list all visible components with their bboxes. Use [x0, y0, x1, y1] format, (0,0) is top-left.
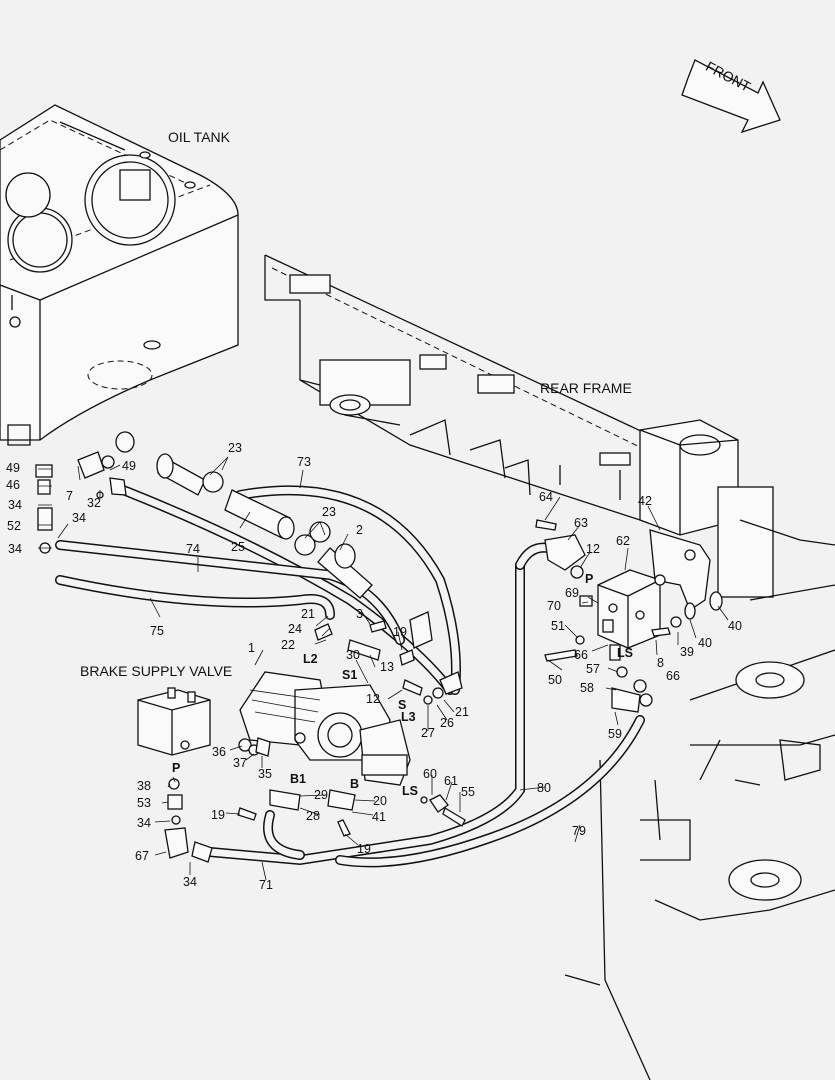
callout: 70	[547, 599, 561, 613]
callout: 21	[301, 607, 315, 621]
callout: 39	[680, 645, 694, 659]
callout: 53	[137, 796, 151, 810]
callout: 1	[248, 641, 255, 655]
callout: 61	[444, 774, 458, 788]
callout: 8	[657, 656, 664, 670]
port-label: B1	[290, 772, 306, 786]
callout: 25	[231, 540, 245, 554]
callout: 26	[440, 716, 454, 730]
callout: 50	[548, 673, 562, 687]
callout: 34	[183, 875, 197, 889]
callout: 67	[135, 849, 149, 863]
callout: 66	[574, 648, 588, 662]
port-label: P	[585, 572, 593, 586]
callout: 2	[356, 523, 363, 537]
callout: 79	[572, 824, 586, 838]
callout: 27	[421, 726, 435, 740]
port-label: L3	[401, 710, 416, 724]
callout: 22	[281, 638, 295, 652]
callout: 51	[551, 619, 565, 633]
callout: 71	[259, 878, 273, 892]
callout: 80	[537, 781, 551, 795]
callout: 3	[356, 607, 363, 621]
callout: 63	[574, 516, 588, 530]
manifold-block	[597, 569, 661, 649]
callout: 30	[346, 648, 360, 662]
callout: 69	[565, 586, 579, 600]
hoses	[55, 483, 645, 868]
callout: 38	[137, 779, 151, 793]
callout: 60	[423, 767, 437, 781]
callout: 13	[380, 660, 394, 674]
callout: 55	[461, 785, 475, 799]
port-label: L2	[303, 652, 318, 666]
callout: 29	[314, 788, 328, 802]
callout: 49	[122, 459, 136, 473]
port-label: B	[350, 777, 359, 791]
callout: 19	[393, 625, 407, 639]
callout: 73	[297, 455, 311, 469]
front-arrow	[681, 59, 781, 134]
callout: 12	[366, 692, 380, 706]
callout: 28	[306, 809, 320, 823]
callout: 49	[6, 461, 20, 475]
callout: 59	[608, 727, 622, 741]
callout: 23	[228, 441, 242, 455]
callout: 58	[580, 681, 594, 695]
callout: 46	[6, 478, 20, 492]
callout: 34	[8, 542, 22, 556]
callout: 34	[8, 498, 22, 512]
port-label: S	[398, 698, 406, 712]
callout: 35	[258, 767, 272, 781]
rear-frame	[264, 254, 835, 1080]
callout: 34	[72, 511, 86, 525]
callout: 62	[616, 534, 630, 548]
callout: 40	[728, 619, 742, 633]
callout: 41	[372, 810, 386, 824]
bracket	[649, 529, 711, 611]
callout: 37	[233, 756, 247, 770]
callout: 21	[455, 705, 469, 719]
port-label: LS	[402, 784, 418, 798]
oil-tank	[0, 104, 239, 453]
callout: 12	[586, 542, 600, 556]
callout: 24	[288, 622, 302, 636]
callout: 34	[137, 816, 151, 830]
port-label: P	[172, 761, 180, 775]
hydraulic-pump	[239, 671, 411, 786]
callout: 7	[66, 489, 73, 503]
suction-hoses	[156, 453, 373, 599]
callout: 20	[373, 794, 387, 808]
port-label: S1	[342, 668, 357, 682]
fittings	[35, 451, 723, 863]
callout: 19	[357, 842, 371, 856]
callout: 75	[150, 624, 164, 638]
brake-supply-valve	[137, 687, 211, 756]
callout: 19	[211, 808, 225, 822]
callout: 40	[698, 636, 712, 650]
callout: 74	[186, 542, 200, 556]
callout: 66	[666, 669, 680, 683]
port-labels: P P LS LS L2 L3 S1 S B1 B	[172, 572, 633, 798]
callout: 32	[87, 496, 101, 510]
callout: 36	[212, 745, 226, 759]
callout: 57	[586, 662, 600, 676]
callout: 64	[539, 490, 553, 504]
callout-numbers: 1 2 3 7 8 12 12 13 19 19 19 20 21 21 22 …	[6, 441, 742, 892]
rear-frame-title: REAR FRAME	[540, 380, 632, 396]
leader-lines	[38, 456, 729, 881]
port-label: LS	[617, 646, 633, 660]
callout: 42	[638, 494, 652, 508]
oil-tank-title: OIL TANK	[168, 129, 231, 145]
brake-supply-valve-title: BRAKE SUPPLY VALVE	[80, 663, 232, 679]
callout: 23	[322, 505, 336, 519]
callout: 52	[7, 519, 21, 533]
